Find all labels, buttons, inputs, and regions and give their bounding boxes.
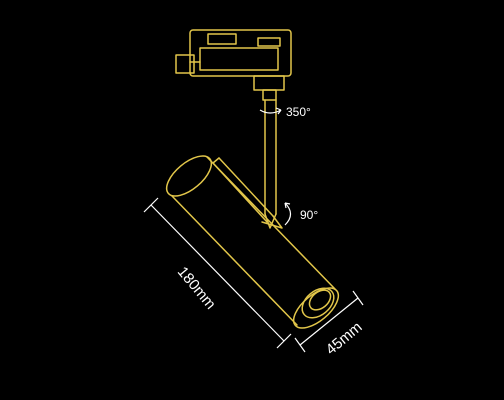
diameter-dimension xyxy=(294,290,364,353)
length-label: 180mm xyxy=(174,263,219,312)
length-dimension xyxy=(143,197,292,349)
rotation-arrow-icon xyxy=(259,107,282,115)
tilt-label: 90° xyxy=(300,208,318,222)
diameter-label: 45mm xyxy=(323,319,366,359)
track-adapter xyxy=(175,29,292,77)
rotation-label: 350° xyxy=(286,105,311,119)
tilt-arrow-icon xyxy=(284,202,292,226)
lamp-body xyxy=(165,155,340,329)
connector-neck xyxy=(253,75,285,101)
